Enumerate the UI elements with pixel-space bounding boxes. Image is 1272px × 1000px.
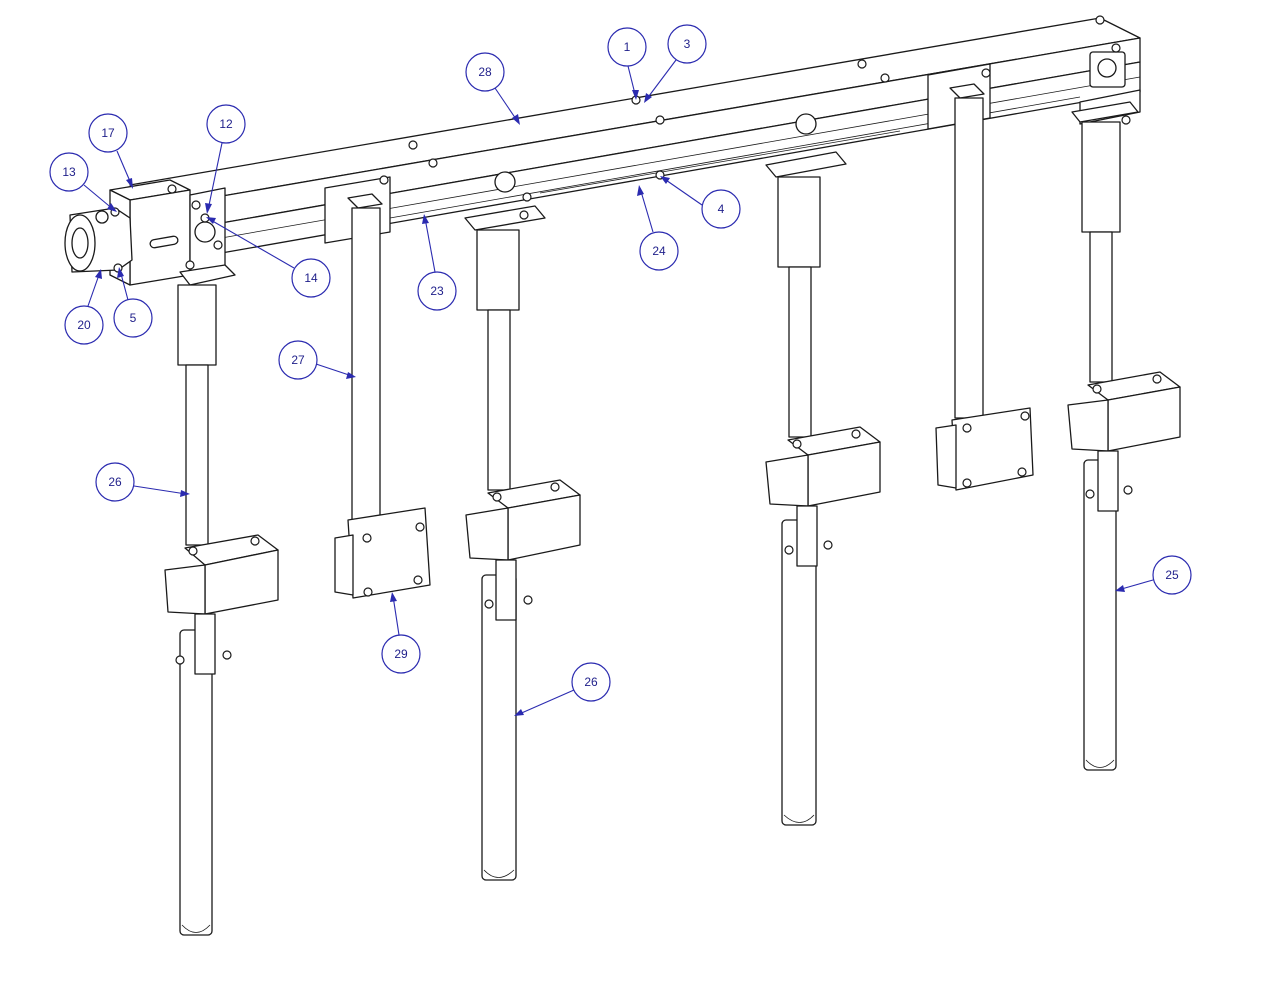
callout-26-upper: 26 — [95, 462, 190, 502]
clamp-2 — [465, 479, 581, 621]
motor — [64, 207, 133, 273]
svg-text:23: 23 — [430, 284, 444, 298]
tube-2 — [464, 205, 546, 881]
hanger-1 — [334, 193, 431, 599]
callout-3: 3 — [644, 24, 707, 103]
callout-27: 27 — [278, 340, 356, 380]
svg-text:3: 3 — [684, 37, 691, 51]
svg-text:26: 26 — [108, 475, 122, 489]
callout-26-lower: 26 — [514, 662, 611, 716]
clamp-1 — [164, 534, 279, 675]
callout-29: 29 — [381, 592, 421, 674]
callout-5: 5 — [113, 267, 153, 338]
callout-17: 17 — [88, 113, 133, 189]
end-plate — [189, 187, 226, 276]
callout-24: 24 — [637, 185, 679, 271]
callouts: 1 3 28 17 12 — [49, 24, 1192, 716]
svg-text:29: 29 — [394, 647, 408, 661]
callout-25: 25 — [1115, 555, 1192, 595]
svg-text:4: 4 — [718, 202, 725, 216]
svg-text:20: 20 — [77, 318, 91, 332]
callout-13: 13 — [49, 152, 117, 212]
svg-text:12: 12 — [219, 117, 233, 131]
svg-text:25: 25 — [1165, 568, 1179, 582]
callout-12: 12 — [205, 104, 246, 214]
svg-text:27: 27 — [291, 353, 305, 367]
svg-text:28: 28 — [478, 65, 492, 79]
svg-text:5: 5 — [130, 311, 137, 325]
tube-4 — [1071, 101, 1139, 771]
bolts — [110, 15, 1162, 665]
callout-4: 4 — [660, 176, 741, 229]
callout-28: 28 — [465, 52, 520, 125]
svg-text:26: 26 — [584, 675, 598, 689]
main-beam — [129, 17, 1141, 263]
callout-23: 23 — [417, 214, 457, 311]
callout-1: 1 — [607, 27, 647, 100]
tube-3 — [765, 151, 847, 826]
svg-text:17: 17 — [101, 126, 115, 140]
svg-text:1: 1 — [624, 40, 631, 54]
callout-20: 20 — [64, 269, 104, 345]
svg-text:13: 13 — [62, 165, 76, 179]
svg-text:24: 24 — [652, 244, 666, 258]
clamp-4 — [1067, 371, 1181, 512]
callout-14: 14 — [206, 217, 331, 298]
svg-text:14: 14 — [304, 271, 318, 285]
hanger-2 — [935, 83, 1034, 491]
tube-1 — [177, 264, 236, 936]
